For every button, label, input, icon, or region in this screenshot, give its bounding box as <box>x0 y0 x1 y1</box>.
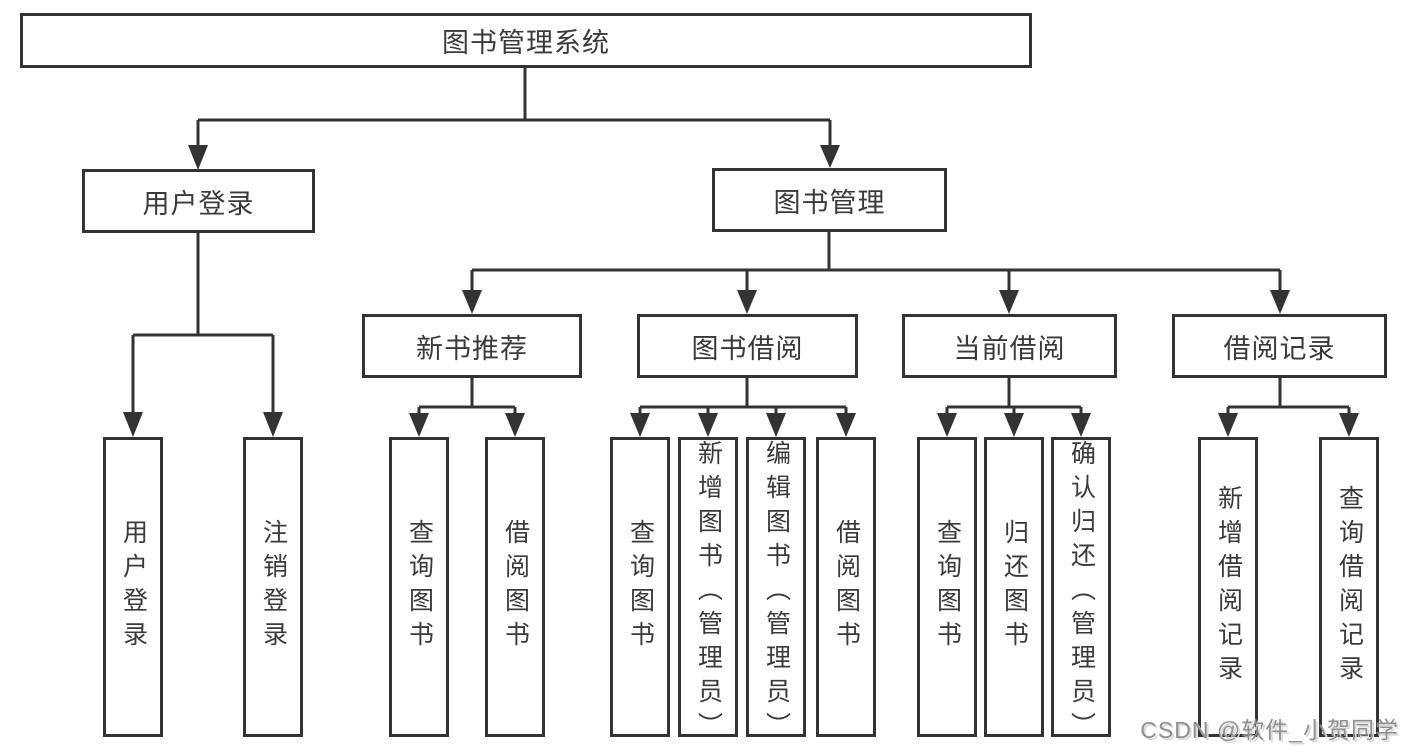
leaf-cb-confirm-return-admin: 确认归还（管理员） <box>1051 437 1111 746</box>
watermark-text: CSDN @软件_小贺同学 <box>1140 717 1399 743</box>
leaf-nb-borrow-books: 借阅图书 <box>485 437 545 737</box>
node-book-management: 图书管理 <box>712 168 947 232</box>
leaf-nb-query-books: 查询图书 <box>389 437 449 737</box>
leaf-cb-return-books: 归还图书 <box>984 437 1044 737</box>
node-borrow-records: 借阅记录 <box>1172 314 1387 378</box>
leaf-bb-query-books-label: 查询图书 <box>626 519 655 655</box>
leaf-cb-return-books-label: 归还图书 <box>1000 519 1029 655</box>
leaf-br-query-record: 查询借阅记录 <box>1319 437 1379 737</box>
node-borrow-records-label: 借阅记录 <box>1223 333 1336 364</box>
node-new-book-recommend-label: 新书推荐 <box>416 333 528 364</box>
leaf-nb-borrow-books-label: 借阅图书 <box>501 519 530 655</box>
leaf-bb-add-books-admin-label: 新增图书（管理员） <box>694 440 723 746</box>
node-root: 图书管理系统 <box>20 13 1032 68</box>
leaf-logout-label: 注销登录 <box>259 519 288 655</box>
node-current-borrow: 当前借阅 <box>902 314 1117 378</box>
leaf-bb-edit-books-admin-label: 编辑图书（管理员） <box>762 440 791 746</box>
leaf-br-query-record-label: 查询借阅记录 <box>1335 485 1364 689</box>
leaf-bb-borrow-books: 借阅图书 <box>816 437 876 737</box>
leaf-br-add-record: 新增借阅记录 <box>1198 437 1258 737</box>
leaf-bb-query-books: 查询图书 <box>610 437 670 737</box>
leaf-bb-borrow-books-label: 借阅图书 <box>832 519 861 655</box>
leaf-user-login: 用户登录 <box>103 437 163 737</box>
leaf-bb-add-books-admin: 新增图书（管理员） <box>678 437 738 746</box>
leaf-cb-confirm-return-admin-label: 确认归还（管理员） <box>1067 440 1096 746</box>
node-book-management-label: 图书管理 <box>773 187 886 218</box>
node-user-login-label: 用户登录 <box>142 188 255 219</box>
node-current-borrow-label: 当前借阅 <box>953 333 1066 364</box>
node-book-borrow-label: 图书借阅 <box>691 333 804 364</box>
node-root-label: 图书管理系统 <box>442 28 610 58</box>
leaf-user-login-label: 用户登录 <box>119 519 148 655</box>
node-book-borrow: 图书借阅 <box>637 314 858 378</box>
leaf-logout: 注销登录 <box>243 437 303 737</box>
leaf-nb-query-books-label: 查询图书 <box>405 519 434 655</box>
leaf-bb-edit-books-admin: 编辑图书（管理员） <box>746 437 806 746</box>
leaf-br-add-record-label: 新增借阅记录 <box>1214 485 1243 689</box>
node-new-book-recommend: 新书推荐 <box>362 314 582 378</box>
leaf-cb-query-books: 查询图书 <box>917 437 977 737</box>
leaf-cb-query-books-label: 查询图书 <box>933 519 962 655</box>
node-user-login: 用户登录 <box>82 169 315 233</box>
